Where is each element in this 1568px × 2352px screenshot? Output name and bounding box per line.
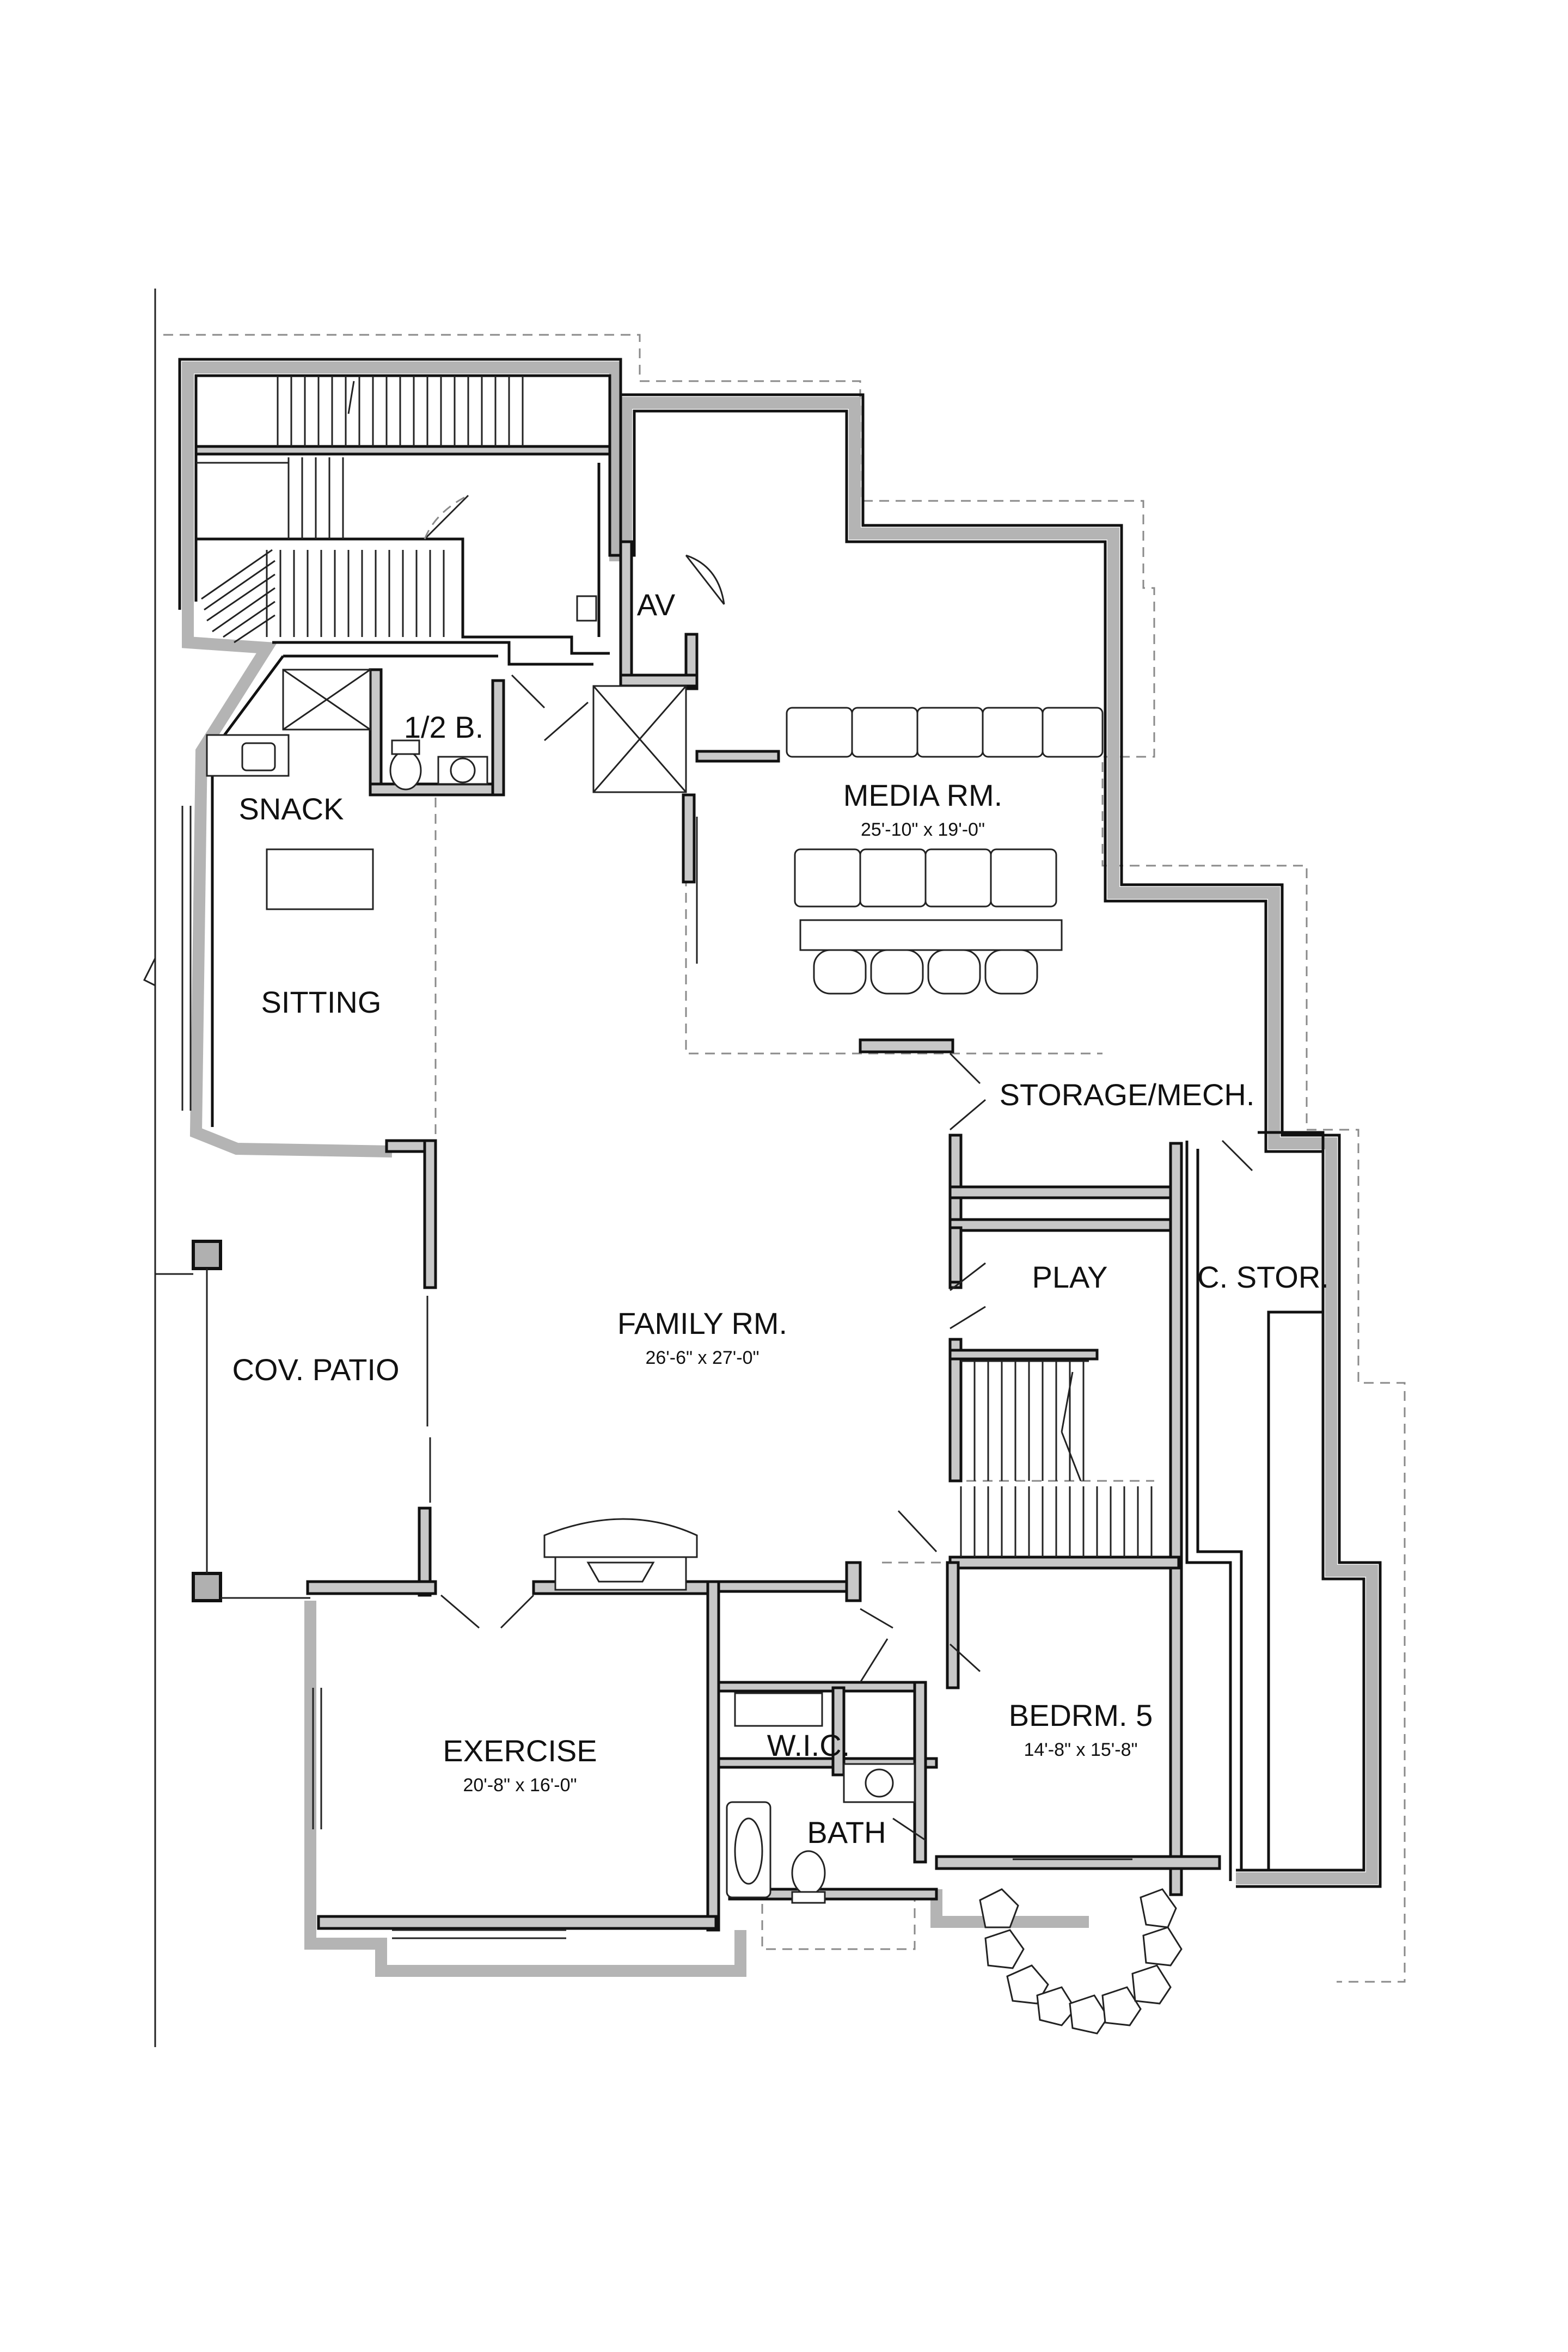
entry-marker bbox=[143, 958, 156, 987]
kitchenette-counter bbox=[206, 734, 290, 777]
label-storage-mech: STORAGE/MECH. bbox=[1000, 1077, 1255, 1112]
label-exercise: EXERCISE bbox=[443, 1734, 597, 1768]
label-media-room: MEDIA RM. bbox=[843, 778, 1002, 812]
interior-walls bbox=[194, 445, 1325, 1932]
laundry-sink bbox=[576, 595, 597, 622]
bath-fixtures bbox=[726, 1692, 916, 1904]
label-play: PLAY bbox=[1032, 1260, 1107, 1294]
label-av: AV bbox=[637, 587, 676, 622]
label-bedroom-5-dim: 14'-8" x 15'-8" bbox=[1024, 1739, 1137, 1760]
label-exercise-dim: 20'-8" x 16'-0" bbox=[463, 1775, 577, 1796]
elevator-shaft bbox=[282, 669, 687, 793]
door-swings bbox=[424, 494, 1253, 1841]
landscape-boulders bbox=[979, 1888, 1183, 2035]
label-snack: SNACK bbox=[239, 792, 344, 826]
label-bedroom-5: BEDRM. 5 bbox=[1009, 1698, 1153, 1732]
media-seating bbox=[786, 707, 1104, 995]
label-sitting: SITTING bbox=[261, 985, 382, 1019]
label-media-room-dim: 25'-10" x 19'-0" bbox=[861, 819, 985, 840]
label-family-room-dim: 26'-6" x 27'-0" bbox=[645, 1347, 759, 1368]
stair-family bbox=[960, 1360, 1153, 1557]
label-half-bath: 1/2 B. bbox=[404, 710, 483, 744]
label-cold-storage: C. STOR. bbox=[1197, 1260, 1329, 1294]
fireplace bbox=[543, 1518, 698, 1591]
snack-island bbox=[266, 848, 374, 910]
label-family-room: FAMILY RM. bbox=[617, 1306, 787, 1340]
label-walk-in-closet: W.I.C. bbox=[767, 1728, 850, 1762]
label-bath: BATH bbox=[807, 1815, 886, 1849]
label-covered-patio: COV. PATIO bbox=[232, 1352, 399, 1387]
patio-columns bbox=[155, 1240, 310, 1602]
half-bath-fixtures bbox=[389, 739, 488, 791]
stair-upper bbox=[196, 376, 524, 644]
windows bbox=[181, 806, 1132, 1939]
